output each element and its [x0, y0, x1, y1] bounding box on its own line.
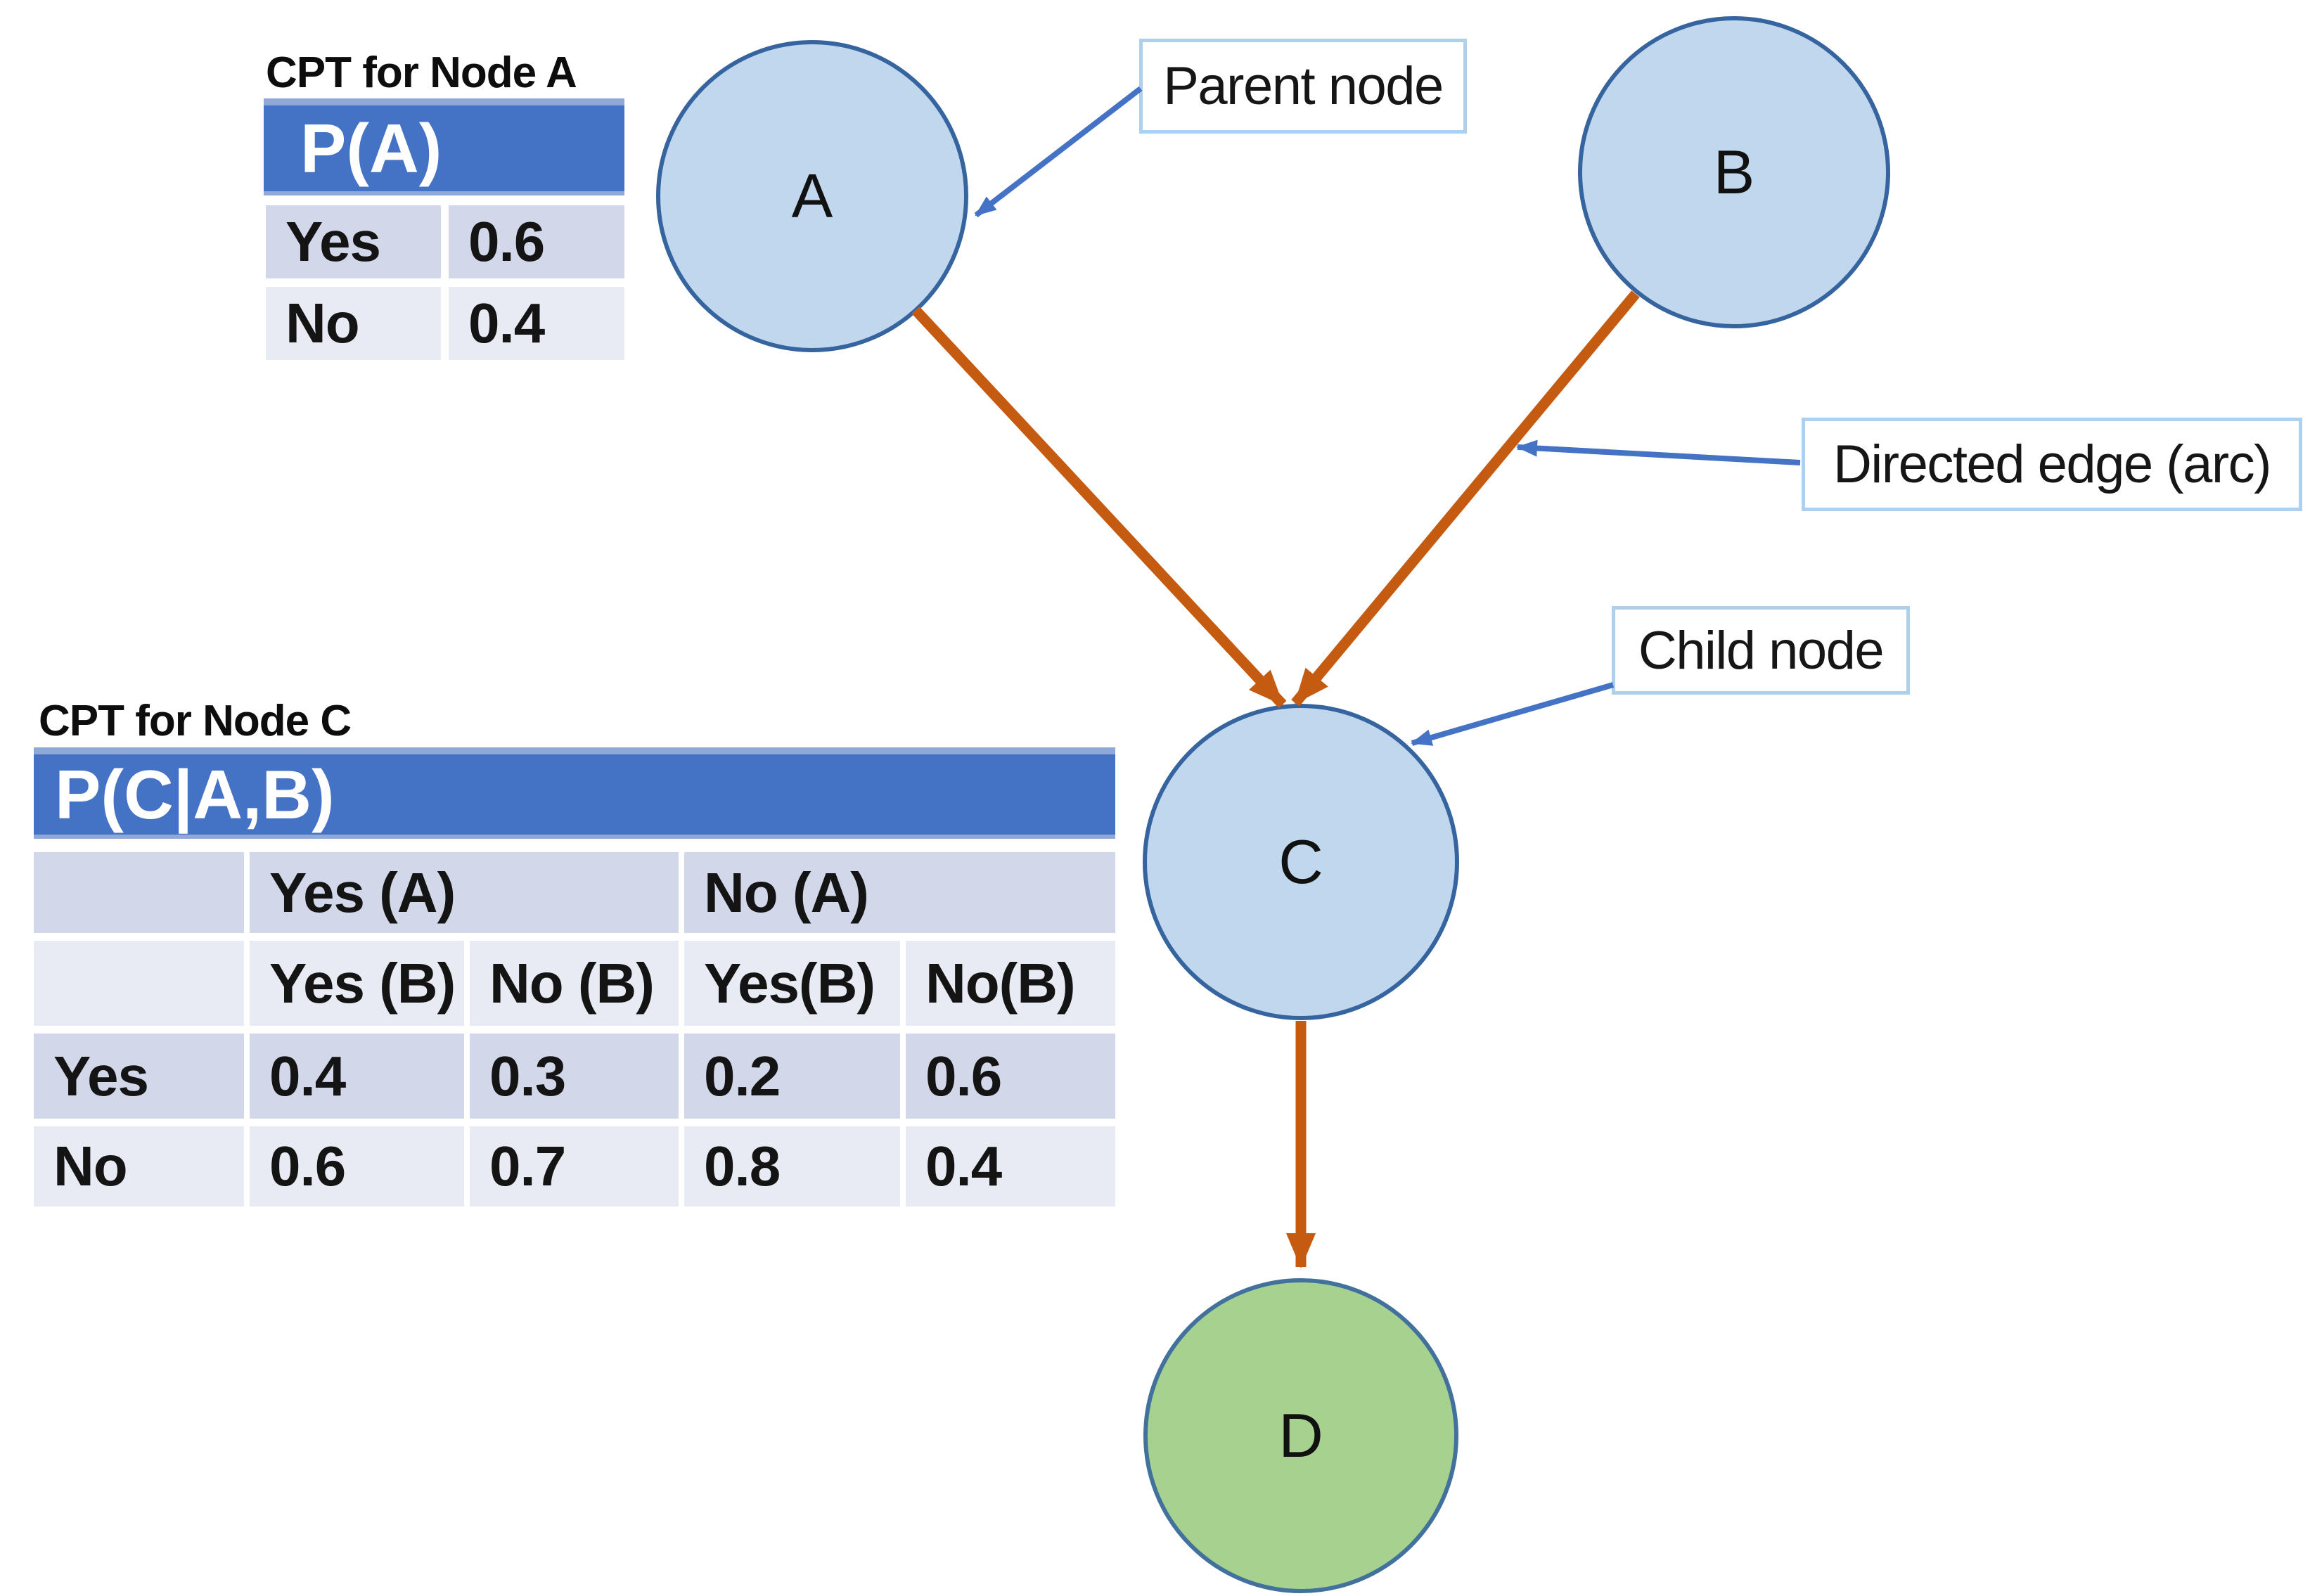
cpt-c-row-label: No — [34, 1126, 244, 1206]
cpt-c-corner-cell — [34, 941, 244, 1026]
cpt-a-cell: 0.4 — [449, 287, 624, 360]
cpt-c-sub-header: No (B) — [470, 941, 679, 1026]
cpt-c-row-label: Yes — [34, 1034, 244, 1119]
callout-child-node: Child node — [1612, 606, 1910, 695]
cpt-c-header-strip — [34, 747, 1115, 754]
cpt-a-title: CPT for Node A — [266, 49, 577, 97]
cpt-a-header-strip — [264, 98, 624, 105]
cpt-c-value: 0.8 — [684, 1126, 900, 1206]
node-d: D — [1143, 1278, 1458, 1593]
callout-parent-node: Parent node — [1139, 39, 1467, 134]
cpt-c-sub-header: No(B) — [906, 941, 1115, 1026]
cpt-c-body: Yes (A) No (A) Yes (B) No (B) Yes(B) No(… — [34, 852, 1115, 1206]
cpt-c-title: CPT for Node C — [39, 697, 352, 745]
cpt-c-header: P(C|A,B) — [34, 754, 1115, 839]
parent-node-pointer-arrow — [974, 86, 1143, 218]
node-a-label: A — [791, 161, 833, 231]
cpt-c-value: 0.6 — [906, 1034, 1115, 1119]
cpt-c-corner-cell — [34, 852, 244, 933]
edge-a-to-c — [911, 306, 1287, 709]
node-a: A — [656, 40, 968, 352]
cpt-c-sub-header: Yes (B) — [250, 941, 464, 1026]
cpt-a-cell: No — [266, 287, 441, 360]
node-d-label: D — [1278, 1401, 1323, 1470]
cpt-c-value: 0.3 — [470, 1034, 679, 1119]
node-c: C — [1143, 704, 1459, 1020]
cpt-c-value: 0.6 — [250, 1126, 464, 1206]
edge-b-to-c — [1291, 290, 1640, 707]
cpt-a-body: Yes 0.6 No 0.4 — [266, 205, 624, 360]
node-c-label: C — [1278, 827, 1323, 896]
cpt-c-value: 0.4 — [906, 1126, 1115, 1206]
callout-directed-edge-label: Directed edge (arc) — [1833, 435, 2272, 494]
node-b: B — [1578, 16, 1890, 328]
cpt-c-group-header: No (A) — [684, 852, 1115, 933]
cpt-a-header: P(A) — [264, 105, 624, 195]
callout-directed-edge: Directed edge (arc) — [1802, 418, 2302, 511]
cpt-a-cell: 0.6 — [449, 205, 624, 278]
cpt-c-value: 0.7 — [470, 1126, 679, 1206]
child-node-pointer-arrow — [1411, 682, 1615, 746]
cpt-c-value: 0.4 — [250, 1034, 464, 1119]
directed-edge-pointer-arrow — [1516, 439, 1801, 465]
cpt-a-cell: Yes — [266, 205, 441, 278]
cpt-c-value: 0.2 — [684, 1034, 900, 1119]
callout-parent-node-label: Parent node — [1163, 56, 1444, 116]
cpt-c-sub-header: Yes(B) — [684, 941, 900, 1026]
callout-child-node-label: Child node — [1638, 620, 1885, 681]
cpt-c-group-header: Yes (A) — [250, 852, 679, 933]
node-b-label: B — [1713, 137, 1755, 207]
